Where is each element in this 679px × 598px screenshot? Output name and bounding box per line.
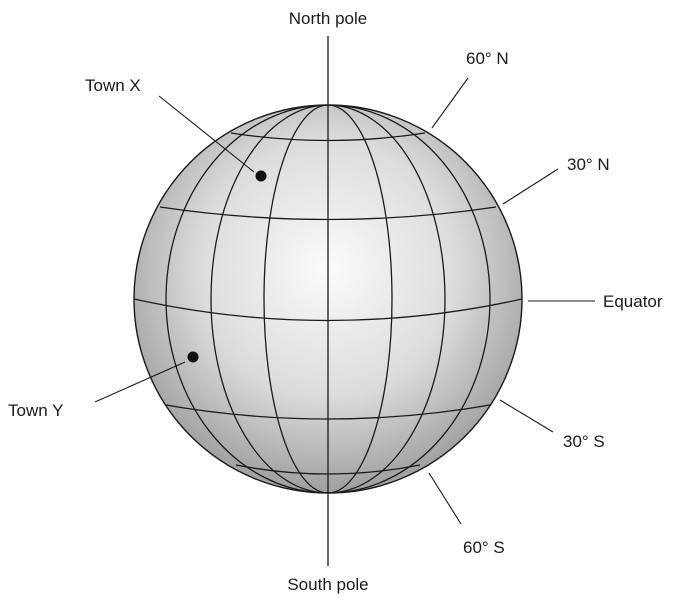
leader-60n <box>431 77 469 129</box>
leader-town-x <box>158 95 255 173</box>
label-town-x: Town X <box>85 76 141 95</box>
meridian-3 <box>165 105 491 493</box>
parallel-30s <box>159 403 497 420</box>
leader-30n <box>502 168 559 205</box>
parallel-30n <box>159 206 497 221</box>
label-north-pole: North pole <box>289 9 367 28</box>
parallel-60n <box>230 132 426 142</box>
label-town-y: Town Y <box>8 401 63 420</box>
meridian-2 <box>210 105 446 493</box>
label-60s: 60° S <box>463 538 505 557</box>
equator-line <box>134 298 522 322</box>
leader-30s <box>499 399 554 433</box>
label-30n: 30° N <box>567 155 610 174</box>
label-equator: Equator <box>603 292 663 311</box>
label-60n: 60° N <box>466 49 509 68</box>
parallel-60s <box>235 464 421 475</box>
leader-town-y <box>94 361 186 403</box>
label-30s: 30° S <box>563 432 605 451</box>
town-y-marker <box>187 351 199 363</box>
label-south-pole: South pole <box>287 575 368 594</box>
leader-60s <box>428 472 462 525</box>
meridian-1 <box>263 105 393 493</box>
town-x-marker <box>255 170 267 182</box>
